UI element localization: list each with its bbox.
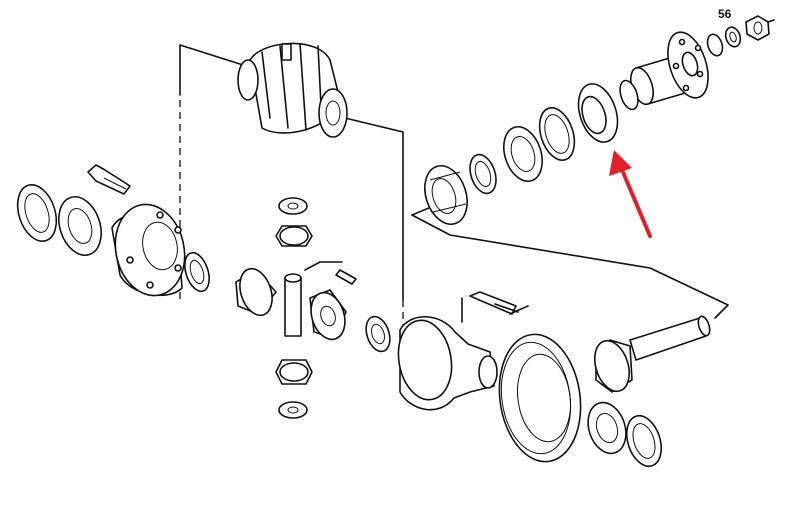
part-number-label: 56: [718, 7, 732, 21]
differential-case: [397, 291, 529, 411]
drive-pinion-assembly: [587, 315, 711, 468]
spider-gear-stack: [235, 197, 391, 419]
ring-gear: [498, 333, 582, 463]
red-arrow-icon: [609, 150, 652, 238]
pinion-shaft-assembly: [424, 15, 775, 225]
differential-housing-top: [237, 42, 348, 138]
left-bearing-group: [16, 164, 210, 297]
